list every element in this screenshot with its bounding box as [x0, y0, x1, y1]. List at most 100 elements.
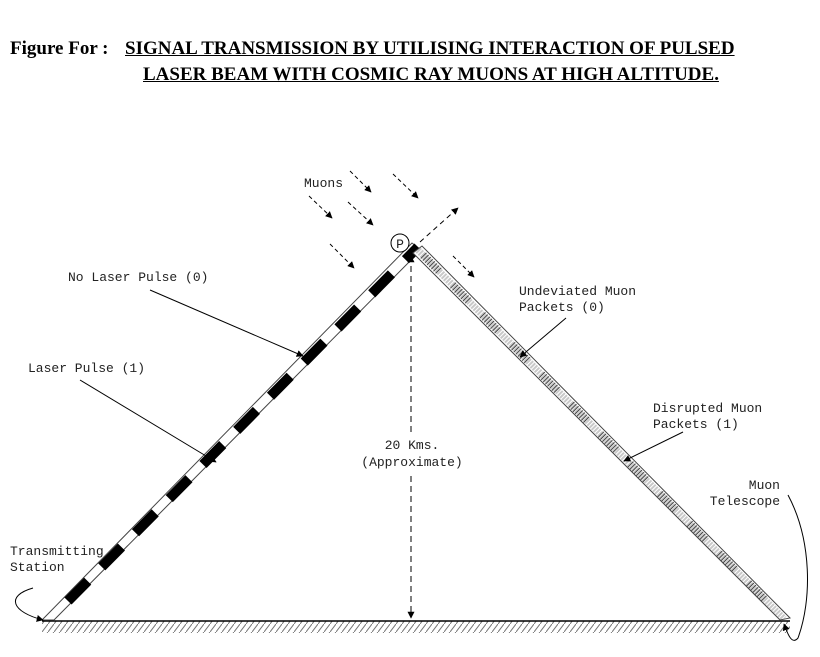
muon-packet-tick: [610, 444, 617, 451]
muon-packet-tick: [540, 373, 548, 381]
muon-packet-tick: [697, 531, 704, 538]
muon-packet-tick: [431, 263, 438, 270]
muon-packet-tick: [671, 505, 679, 513]
muon-packet-tick: [756, 591, 763, 598]
muon-packet-tick: [745, 580, 753, 587]
altitude-label-2: (Approximate): [361, 455, 462, 470]
muon-packet-tick: [747, 582, 755, 589]
muon-packet-tick: [695, 529, 702, 536]
muon-packet-tick: [633, 467, 641, 474]
muons-label: Muons: [304, 176, 343, 191]
muon-packet-tick: [433, 265, 440, 272]
muon-packet-tick: [665, 499, 672, 506]
muon-packet-tick: [488, 320, 495, 328]
muon-packet-tick: [635, 469, 643, 477]
muon-packet-tick: [422, 254, 429, 261]
muon-packet-tick: [578, 412, 586, 419]
muon-packet-tick: [452, 284, 459, 291]
muon-packet-tick: [545, 378, 552, 385]
muon-packet-tick: [701, 535, 708, 543]
muon-packet-tick: [690, 525, 698, 532]
muon-packet-tick: [627, 461, 634, 468]
muon-packet-tick: [583, 416, 590, 423]
muon-packet-tick: [523, 356, 531, 364]
muon-packet-tick: [551, 384, 558, 391]
muon-packet-tick: [597, 431, 605, 438]
muon-packet-tick: [426, 258, 434, 266]
muon-packet-tick: [659, 493, 666, 500]
telescope-label-1: Muon: [749, 478, 780, 493]
muon-packet-tick: [494, 327, 501, 334]
incoming-muons: [308, 170, 475, 278]
muon-packet-tick: [661, 495, 668, 502]
muon-packet-tick: [456, 288, 463, 296]
muon-packet-tick: [631, 465, 639, 472]
muon-packet-tick: [688, 523, 696, 530]
muon-packet-tick: [758, 593, 765, 600]
muon-packet-tick: [716, 550, 723, 558]
muon-packet-tick: [728, 563, 736, 570]
muon-packet-tick: [726, 561, 734, 568]
muon-packet-tick: [515, 348, 522, 355]
muon-packet-tick: [458, 290, 465, 298]
muon-packet-tick: [424, 256, 432, 264]
muon-packet-tick: [724, 559, 732, 566]
muon-packet-tick: [581, 414, 588, 421]
muon-packet-tick: [481, 314, 489, 321]
muon-packet-tick: [657, 491, 664, 498]
muon-packet-tick: [435, 267, 442, 274]
transmitting-label-1: Transmitting: [10, 544, 104, 559]
muon-packet-tick: [509, 341, 516, 349]
muon-packet-tick: [454, 286, 461, 293]
muon-packet-tick: [629, 463, 636, 470]
muon-packet-tick: [574, 408, 582, 415]
muon-packet-tick: [492, 324, 499, 332]
muon-packet-tick: [731, 565, 738, 572]
muon-packet-tick: [600, 433, 607, 440]
muon-packet-tick: [722, 557, 729, 564]
altitude-label-1: 20 Kms.: [385, 438, 440, 453]
muon-packet-tick: [692, 527, 700, 534]
muon-packet-tick: [642, 476, 649, 483]
disrupted-label-2: Packets (1): [653, 417, 739, 432]
figure-prefix: Figure For :: [10, 38, 109, 59]
muon-packet-tick: [450, 282, 457, 289]
muon-packet-tick: [612, 446, 620, 453]
muon-packet-tick: [638, 471, 645, 479]
muon-packet-tick: [760, 595, 767, 602]
muon-packet-tick: [602, 435, 609, 443]
muon-packet-tick: [686, 520, 694, 528]
muon-packet-tick: [750, 584, 757, 592]
undeviated-label-2: Packets (0): [519, 300, 605, 315]
callout-lines: [14, 289, 808, 641]
muon-packet-tick: [699, 533, 706, 541]
muon-packet-tick: [538, 371, 546, 379]
muon-packet-tick: [720, 554, 727, 562]
muon-packet-tick: [572, 405, 579, 413]
muon-packet-tick: [667, 501, 675, 509]
figure-title-line-1: SIGNAL TRANSMISSION BY UTILISING INTERAC…: [125, 38, 735, 59]
muon-packet-tick: [420, 252, 427, 259]
muon-packet-tick: [479, 312, 486, 319]
laser-pulse-label: Laser Pulse (1): [28, 361, 145, 376]
muon-packet-tick: [428, 261, 436, 268]
muon-path: [412, 245, 792, 622]
muon-packet-tick: [490, 322, 497, 330]
point-p-marker: P: [390, 233, 410, 253]
muon-packet-tick: [485, 318, 493, 325]
altitude-dimension: 20 Kms. (Approximate): [350, 255, 474, 619]
muon-packet-tick: [549, 382, 556, 389]
muon-packet-tick: [604, 437, 611, 445]
telescope-label-2: Telescope: [710, 494, 780, 509]
no-laser-pulse-label: No Laser Pulse (0): [68, 270, 208, 285]
muon-packet-tick: [669, 503, 677, 511]
muon-packet-tick: [608, 442, 615, 449]
point-p-label: P: [396, 237, 404, 252]
muon-packet-tick: [663, 497, 670, 504]
muon-packet-tick: [576, 410, 584, 417]
muon-packet-tick: [553, 386, 560, 394]
muon-packet-tick: [462, 295, 470, 302]
muon-packet-tick: [464, 297, 472, 304]
muon-packet-tick: [754, 589, 761, 596]
